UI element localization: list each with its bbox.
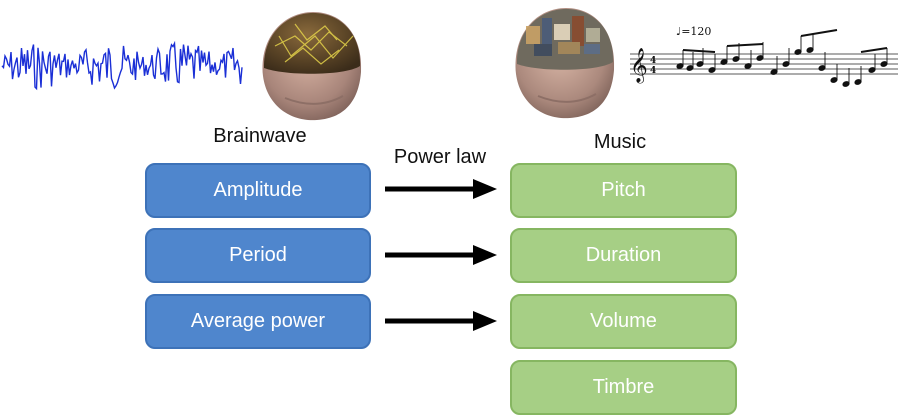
brainwave-feature-average-power: Average power bbox=[145, 294, 371, 349]
power-law-label: Power law bbox=[393, 146, 487, 168]
svg-text:4: 4 bbox=[650, 66, 656, 76]
mapping-arrow-power-volume bbox=[385, 311, 497, 331]
brain-head-right-icon bbox=[515, 8, 615, 119]
tempo-marking: ♩=120 bbox=[676, 25, 712, 38]
svg-text:𝄞: 𝄞 bbox=[630, 48, 648, 84]
music-feature-duration: Duration bbox=[510, 228, 737, 283]
brainwave-feature-period: Period bbox=[145, 228, 371, 283]
svg-text:4: 4 bbox=[650, 56, 656, 66]
eeg-waveform-icon bbox=[1, 40, 243, 91]
mapping-arrow-period-duration bbox=[385, 245, 497, 265]
brainwave-feature-amplitude: Amplitude bbox=[145, 163, 371, 218]
brain-head-left-icon bbox=[262, 12, 362, 121]
music-title: Music bbox=[593, 131, 647, 153]
mapping-arrow-amplitude-pitch bbox=[385, 179, 497, 199]
brainwave-title: Brainwave bbox=[213, 125, 307, 147]
music-feature-volume: Volume bbox=[510, 294, 737, 349]
music-score-icon: 𝄞 4 4 bbox=[630, 29, 898, 87]
music-feature-pitch: Pitch bbox=[510, 163, 737, 218]
music-feature-timbre: Timbre bbox=[510, 360, 737, 415]
